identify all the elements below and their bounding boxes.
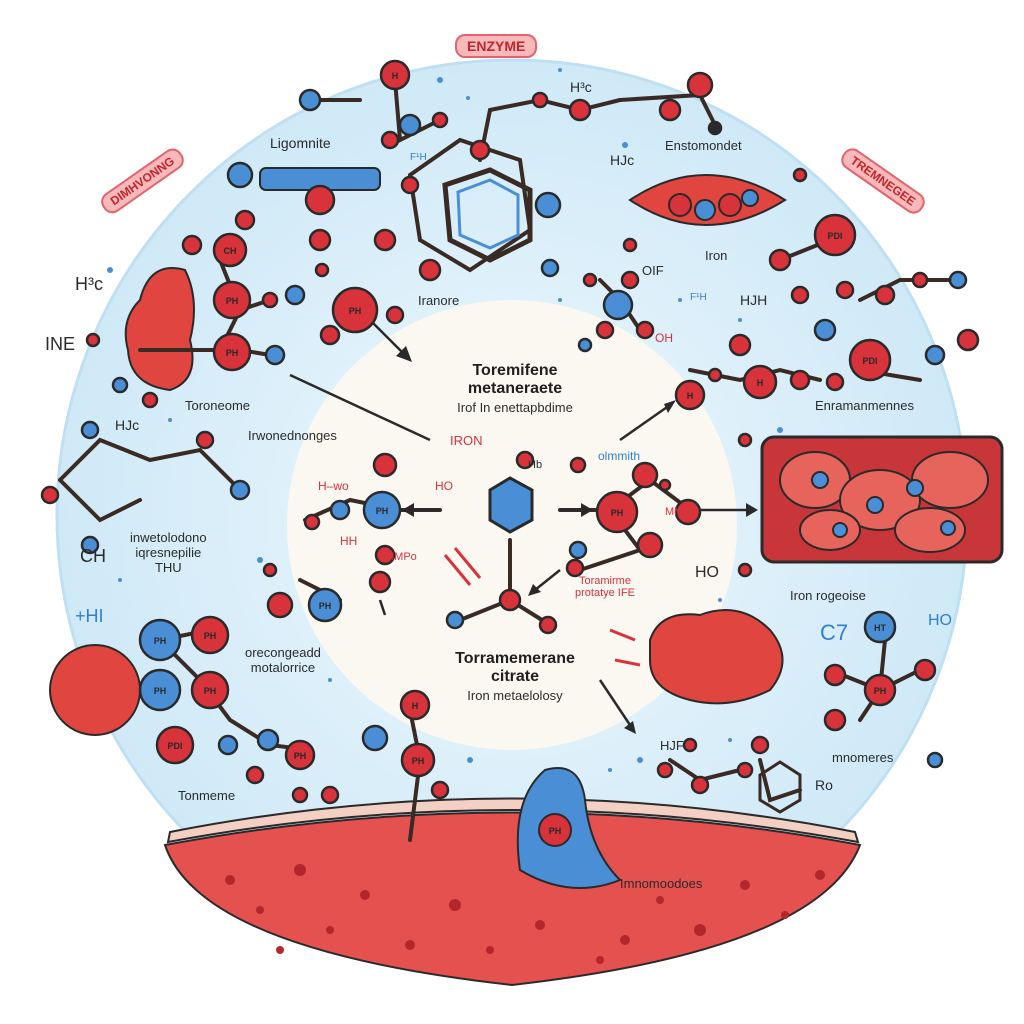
label-enstomondet: Enstomondet [665,138,742,153]
label-enramanmennes: Enramanmennes [815,398,914,413]
label-inwetolodono: inwetolodono iqresnepilie THU [130,530,207,575]
atom-label: PH [154,636,167,646]
blob-atom [538,813,572,847]
label-hj-mid: HJc [115,417,139,433]
label-h3c-top: H³c [570,79,592,95]
center-bottom-sub: Iron metaelolosy [467,688,563,703]
red-dashes [443,547,641,667]
atom-label: PH [319,601,332,611]
atom-label: PH [376,506,389,516]
label-ho-center: HO [435,479,453,493]
atom-label: H [392,71,399,81]
lens-dots [668,189,759,221]
membrane-ground [163,811,862,987]
atom-label: PH [294,751,307,761]
atom-label: PH [204,631,217,641]
label-mmp: MMPo [385,551,417,563]
atom-label: H [757,378,764,388]
label-iron-top: Iron [705,248,727,263]
label-tonmeme: Tonmeme [178,788,235,803]
label-hj-top: HJc [610,152,634,168]
label-h-wo: H‒wo [318,479,349,493]
atom-label: PH [154,686,167,696]
protein-left [124,267,195,392]
label-toramirme: Toramirme protatye IFE [575,575,635,599]
atom-label: PH [874,686,887,696]
atom-label: PH [549,826,562,836]
atom-label: H [687,391,694,401]
label-hb: Hb [528,459,542,471]
atom-label: PH [226,348,239,358]
label-ho-right: HO [695,564,719,581]
label-ligomnite: Ligomnite [270,135,331,151]
arrow-heads [396,346,758,734]
protein-center [649,609,784,705]
center-top-sub: Irof In enettapbdime [457,400,573,415]
center-top-title: Toremifene metaneraete [467,362,563,397]
center-bottom-title: Torramemerane citrate [455,650,575,685]
atom-label: PDI [862,356,877,366]
label-hjf-bottom: HJF [660,738,684,753]
label-iron-center: IRON [450,433,483,448]
atom-label: PDI [827,231,842,241]
text-labels: Ligomnite Enstomondet Iron Iranore Toron… [45,79,952,891]
label-irwonednonges: Irwonednonges [248,428,337,443]
label-oh-red: OH [655,331,673,345]
label-hjh: HJH [740,292,767,308]
label-orecongeadd: orecongeadd motalorrice [245,645,321,675]
cell-bottom-left [49,644,141,736]
atom-label: PH [412,756,425,766]
atom-label: PH [611,508,624,518]
label-olmmith: olmmith [598,449,640,463]
label-iron-rogeoise: Iron rogeoise [790,588,866,603]
label-ine: INE [45,334,75,354]
atoms [40,59,980,805]
tissue-nuclei [811,471,956,538]
hexagon-top [442,167,533,263]
membrane-top [166,797,860,844]
label-toroneome: Toroneome [185,398,250,413]
label-oif: OIF [642,263,664,278]
label-h3c-left: H³c [75,274,103,294]
atom-label: PDI [167,741,182,751]
atom-label: PH [226,296,239,306]
atom-label: H [412,701,419,711]
center-bottom-block: Torramemerane citrate Iron metaelolosy [400,650,630,703]
center-top-block: Toremifene metaneraete Irof In enettapbd… [395,362,635,415]
label-hi-left: +HI [75,606,104,626]
label-imnomoodoes: Imnomoodoes [620,876,703,891]
atom-labels: H CH PH PH PH PH PH PH PH PH PH H HT H P… [154,71,887,836]
particles [107,68,783,772]
label-hh-center: HH [340,534,357,548]
atom-label: CH [224,246,237,256]
hexagon-center [488,476,534,534]
label-f-small2: F¹H [690,292,707,303]
label-mnomeres: mnomeres [832,750,894,765]
atom-label: PH [349,306,362,316]
label-f-small: F¹H [410,152,427,163]
hexagon-inner [456,178,520,250]
label-ho-far-right: HO [928,612,952,629]
label-mmpo-right: MMPo [665,506,697,518]
atom-label: PH [204,686,217,696]
label-ro: Ro [815,777,833,793]
hexagon-bottom-right [758,760,802,814]
label-ch-left: CH [80,546,106,566]
tissue-cells [779,451,989,553]
atom-label: HT [874,623,886,633]
label-c7: C7 [820,620,848,645]
enzyme-badge: ENZYME [455,34,538,58]
label-iranore: Iranore [418,293,459,308]
arrows [289,299,750,726]
